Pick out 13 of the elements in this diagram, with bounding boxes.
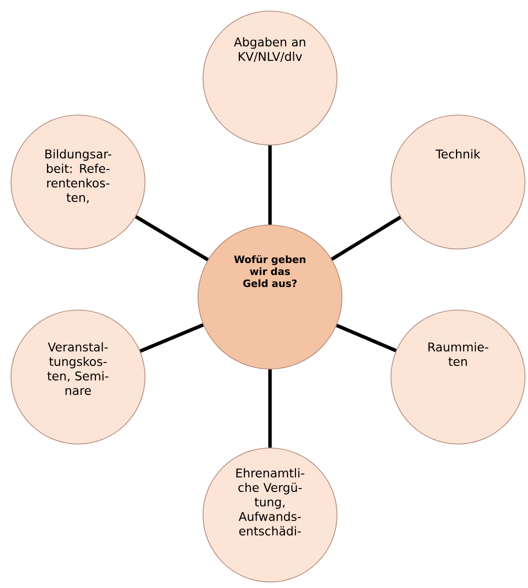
circle-node: Bildungsar- beit: Refe- rentenkos- ten, xyxy=(10,114,146,250)
connector-line xyxy=(268,145,272,225)
circle-node: Ehrenamtli- che Vergü- tung, Aufwands- entschädi- xyxy=(202,448,338,582)
circle-node: Abgaben an KV/NLV/dlv xyxy=(202,10,338,146)
circle-node: Wofür geben wir das Geld aus? xyxy=(198,224,342,370)
connector-line xyxy=(134,215,209,262)
connector-line xyxy=(140,323,204,353)
connector-line xyxy=(330,216,402,261)
circle-node: Technik xyxy=(390,114,526,250)
connector-line xyxy=(336,324,397,352)
circle-node: Veranstal- tungskos- ten, Semi- nare xyxy=(10,310,146,444)
connector-line xyxy=(268,369,272,448)
circle-node: Raummie- ten xyxy=(390,310,526,444)
